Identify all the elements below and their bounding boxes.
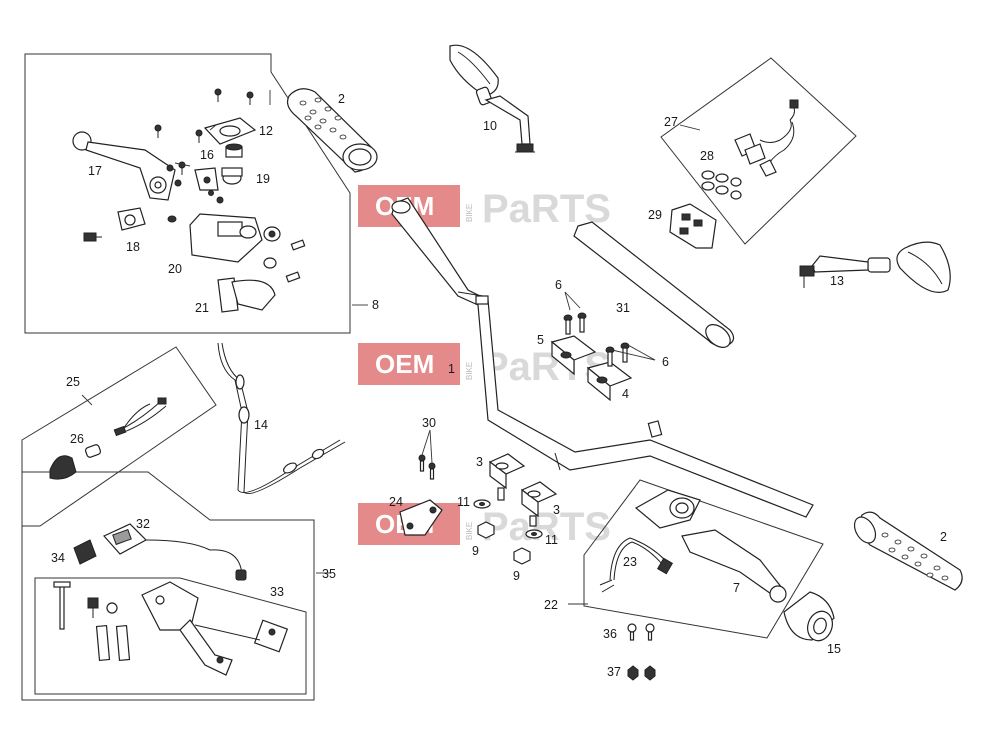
- bracket-part-24: [399, 499, 443, 536]
- watermark-bike-text: BIKE: [465, 204, 474, 222]
- label-6-right: 6: [662, 355, 669, 369]
- washers-part-11: [473, 499, 543, 539]
- label-19: 19: [256, 172, 270, 186]
- switch-wire-part-23: [599, 537, 674, 593]
- counter-part-32: [103, 523, 247, 581]
- handlebar-pad-part-31: [573, 221, 735, 348]
- master-cylinder-part-20: [189, 213, 281, 263]
- label-14: 14: [254, 418, 268, 432]
- label-11-left: 11: [457, 495, 470, 509]
- throttle-cable-part-14: [217, 342, 346, 495]
- label-1: 1: [448, 362, 455, 376]
- frame-group-8: [24, 53, 351, 334]
- label-7: 7: [733, 581, 740, 595]
- lower-clamp-part-3b: [520, 481, 558, 527]
- lever-bracket-part-22: [634, 489, 701, 529]
- frame-group-33: [34, 577, 307, 695]
- part-34: [73, 539, 97, 565]
- label-30: 30: [422, 416, 436, 430]
- label-3-left: 3: [476, 455, 483, 469]
- frame-group-22: [583, 479, 824, 639]
- label-25: 25: [66, 375, 80, 389]
- label-8: 8: [372, 298, 379, 312]
- pins-group-8: [166, 164, 224, 204]
- leader-lines: [81, 90, 701, 605]
- label-17: 17: [88, 164, 102, 178]
- screws-top-group-8: [154, 88, 254, 175]
- label-15: 15: [827, 642, 841, 656]
- bolts-part-6: [563, 312, 630, 367]
- label-5: 5: [537, 333, 544, 347]
- label-11-right: 11: [545, 533, 558, 547]
- watermark-parts-text: PaRTS: [482, 505, 611, 549]
- upper-clamp-part-5: [550, 335, 597, 376]
- label-13: 13: [830, 274, 844, 288]
- reservoir-cap-part-12: [203, 117, 257, 145]
- watermark-bike-text: BIKE: [465, 522, 474, 540]
- label-20: 20: [168, 262, 182, 276]
- nuts-part-9: [477, 521, 531, 565]
- label-9-left: 9: [472, 544, 479, 558]
- frame-group-35: [21, 471, 315, 701]
- bracket-part-16b: [194, 167, 219, 191]
- nuts-part-37: [627, 665, 656, 681]
- label-26: 26: [70, 432, 84, 446]
- screws-right-group-8: [263, 239, 306, 283]
- lower-clamp-part-3a: [488, 453, 526, 501]
- label-18: 18: [126, 240, 140, 254]
- part-number-labels: 1 2 2 3 3 4 5 6 6 7 8 9 9 10 11 11 12 13…: [51, 92, 947, 679]
- switch-part-29: [669, 203, 717, 249]
- throttle-housing-part-15: [783, 591, 835, 642]
- label-34: 34: [51, 551, 65, 565]
- frame-group-27: [660, 57, 857, 245]
- label-2-top: 2: [338, 92, 345, 106]
- label-12: 12: [259, 124, 273, 138]
- brake-lever-part-7: [681, 529, 787, 603]
- bolts-part-30: [418, 454, 436, 480]
- part-18: [83, 207, 177, 242]
- part-26: [49, 444, 102, 480]
- wiring-part-27: [734, 99, 799, 177]
- label-2-right: 2: [940, 530, 947, 544]
- label-23: 23: [623, 555, 637, 569]
- part-21: [217, 277, 276, 313]
- small-parts-group-33: [53, 581, 131, 662]
- watermark-bike-text: BIKE: [465, 362, 474, 380]
- label-35: 35: [322, 567, 336, 581]
- part-16: [225, 143, 243, 158]
- label-22: 22: [544, 598, 558, 612]
- label-37: 37: [607, 665, 621, 679]
- grip-part-2-top: [286, 88, 378, 173]
- wiring-part-25: [113, 397, 167, 437]
- label-3-right: 3: [553, 503, 560, 517]
- label-9-right: 9: [513, 569, 520, 583]
- label-16: 16: [200, 148, 214, 162]
- label-29: 29: [648, 208, 662, 222]
- part-28: [701, 170, 742, 200]
- grip-part-2-right: [853, 511, 963, 591]
- watermark-oem-text: OEM: [375, 349, 434, 379]
- label-33: 33: [270, 585, 284, 599]
- label-31: 31: [616, 301, 630, 315]
- mirror-part-13: [799, 241, 951, 293]
- counter-bracket-part-33: [141, 581, 289, 676]
- mirror-part-10: [449, 44, 535, 153]
- label-27: 27: [664, 115, 678, 129]
- part-19: [221, 167, 243, 185]
- label-24: 24: [389, 495, 403, 509]
- screws-part-36: [627, 623, 655, 641]
- handlebar-part-1: [391, 197, 814, 518]
- label-10: 10: [483, 119, 497, 133]
- label-36: 36: [603, 627, 617, 641]
- label-4: 4: [622, 387, 629, 401]
- upper-clamp-part-4: [586, 361, 633, 402]
- label-28: 28: [700, 149, 714, 163]
- frame-group-25: [21, 346, 217, 527]
- label-21: 21: [195, 301, 209, 315]
- lever-part-17: [72, 131, 176, 201]
- label-32: 32: [136, 517, 150, 531]
- label-6-top: 6: [555, 278, 562, 292]
